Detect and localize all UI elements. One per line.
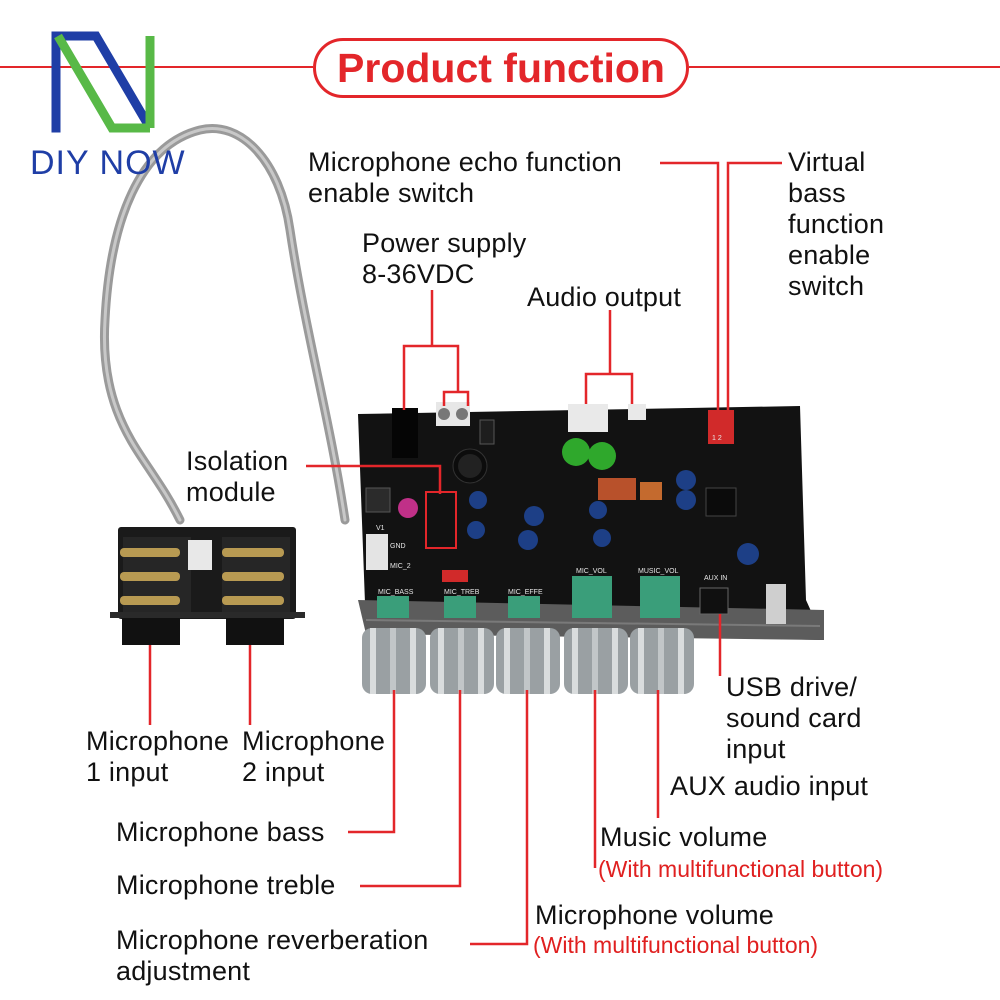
silk-aux-in: AUX IN — [704, 575, 727, 582]
silk-music-vol: MUSIC_VOL — [638, 568, 679, 575]
silkscreen-labels: MIC_BASS MIC_TREB MIC_EFFE MIC_VOL MUSIC… — [376, 435, 727, 596]
silk-mic-treb: MIC_TREB — [444, 589, 480, 596]
label-mic2-input: Microphone 2 input — [242, 726, 386, 787]
silk-pin-v1: V1 — [376, 525, 385, 532]
mic-jack-block — [110, 527, 305, 645]
knob-mic-effect — [496, 596, 560, 694]
silk-pin-gnd: GND — [390, 543, 406, 550]
label-virtual-bass: Virtual bass function enable switch — [788, 147, 885, 301]
label-mic-reverb: Microphone reverberation adjustment — [116, 925, 429, 986]
knob-music-volume — [630, 576, 694, 694]
label-isolation: Isolation module — [186, 446, 289, 507]
label-power-supply: Power supply 8-36VDC — [362, 228, 527, 289]
page-title: Product function — [337, 45, 665, 91]
brand-name: DIY NOW — [30, 144, 186, 182]
knob-mic-volume — [564, 576, 628, 694]
silk-mic-vol: MIC_VOL — [576, 568, 607, 575]
title-badge: Product function — [313, 38, 689, 98]
label-mic-volume: Microphone volume — [535, 900, 775, 930]
label-mic-bass: Microphone bass — [116, 817, 325, 847]
callout-lines — [148, 161, 782, 946]
note-mic-volume: (With multifunctional button) — [533, 932, 819, 958]
silk-switch-marks: 1 2 — [712, 435, 722, 442]
label-mic1-input: Microphone 1 input — [86, 726, 230, 787]
label-mic-treble: Microphone treble — [116, 870, 336, 900]
silk-pin-mic2: MIC_2 — [390, 563, 411, 570]
silk-mic-effe: MIC_EFFE — [508, 589, 543, 596]
label-audio-output: Audio output — [527, 282, 682, 312]
knob-mic-bass — [362, 596, 426, 694]
label-echo-switch: Microphone echo function enable switch — [308, 147, 622, 208]
label-usb-input: USB drive/ sound card input — [726, 672, 862, 764]
brand-logo-icon — [51, 31, 155, 133]
label-aux-input: AUX audio input — [670, 771, 869, 801]
silk-mic-bass: MIC_BASS — [378, 589, 414, 596]
knob-mic-treble — [430, 596, 494, 694]
note-music-volume: (With multifunctional button) — [598, 856, 884, 882]
board-components — [365, 402, 786, 624]
label-music-volume: Music volume — [600, 822, 768, 852]
